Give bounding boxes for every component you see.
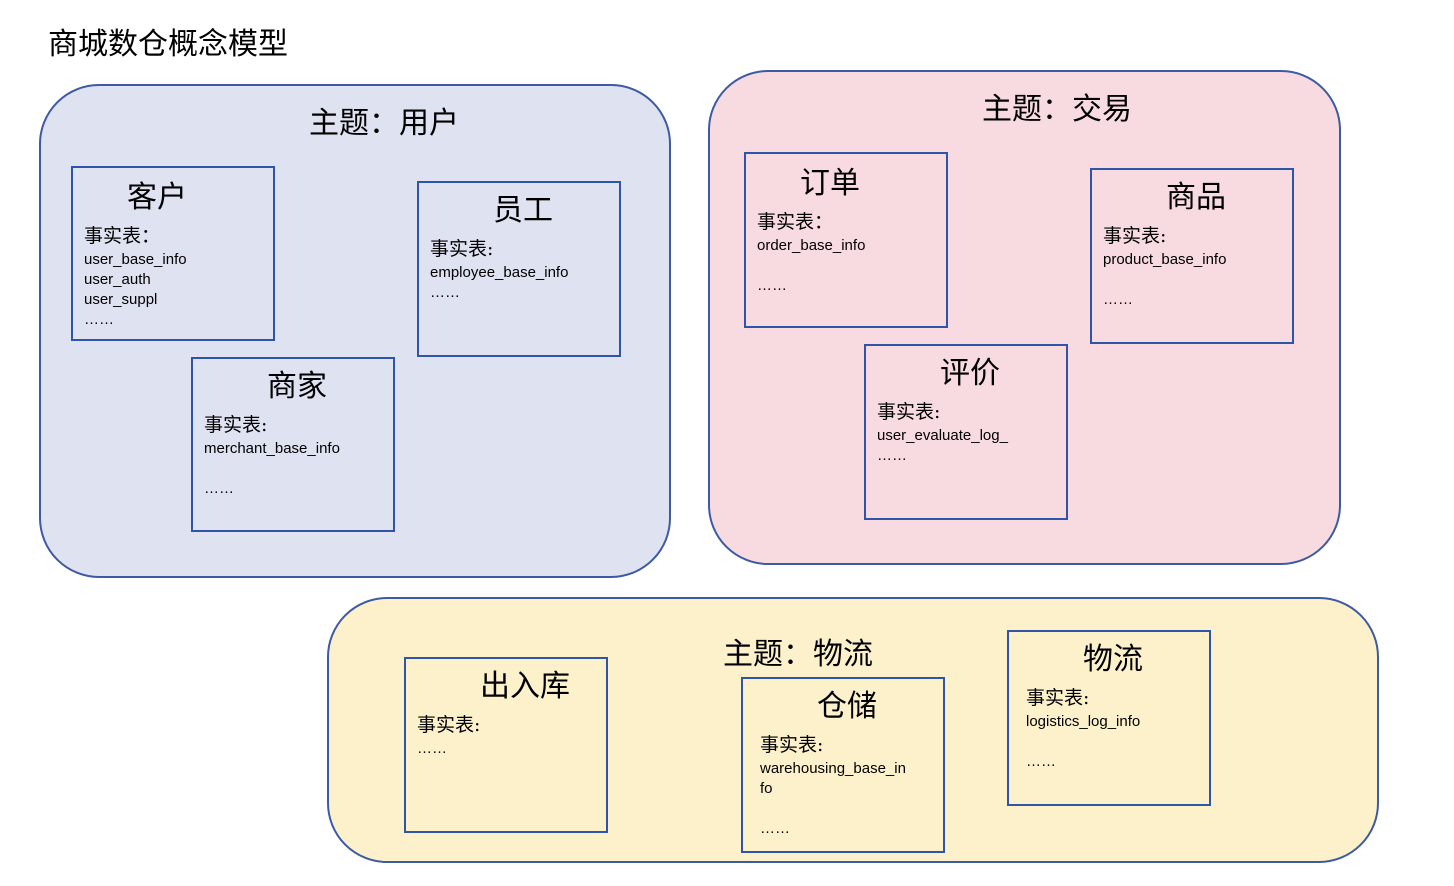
fact-table-name: fo [760,780,773,797]
fact-table-name: order_base_info [757,237,866,254]
fact-table-name: user_base_info [84,251,187,268]
page-title: 商城数仓概念模型 [48,27,288,62]
ellipsis: …… [877,447,907,464]
entity-merchant: 商家 事实表: merchant_base_info …… [191,357,395,532]
entity-logistics: 物流 事实表: logistics_log_info …… [1007,630,1211,806]
fact-table-name: user_auth [84,271,151,288]
entity-review-name: 评价 [940,356,1000,391]
ellipsis: …… [1026,753,1056,770]
ellipsis: …… [1103,291,1133,308]
fact-table-label: 事实表： [757,211,834,233]
ellipsis: …… [84,311,114,328]
entity-storage: 仓储 事实表: warehousing_base_in fo …… [741,677,945,853]
fact-table-name: user_suppl [84,291,158,308]
entity-product-name: 商品 [1166,180,1226,215]
entity-customer: 客户 事实表： user_base_info user_auth user_su… [71,166,275,341]
fact-table-name: employee_base_info [430,264,569,281]
entity-review: 评价 事实表: user_evaluate_log_ …… [864,344,1068,520]
fact-table-name: product_base_info [1103,251,1227,268]
fact-table-label: 事实表: [760,734,824,756]
fact-table-label: 事实表： [84,225,161,247]
theme-user-title: 主题：用户 [309,106,459,141]
entity-storage-name: 仓储 [817,689,877,724]
entity-inout-name: 出入库 [480,669,570,704]
entity-order-name: 订单 [800,166,860,201]
ellipsis: …… [430,284,460,301]
entity-logistics-name: 物流 [1083,642,1143,677]
entity-customer-name: 客户 [127,180,187,215]
entity-order: 订单 事实表： order_base_info …… [744,152,948,328]
ellipsis: …… [204,480,234,497]
theme-logistics-group: 主题：物流 [327,597,1379,863]
entity-product: 商品 事实表: product_base_info …… [1090,168,1294,344]
ellipsis: …… [417,740,447,757]
fact-table-name: merchant_base_info [204,440,340,457]
ellipsis: …… [760,820,790,837]
theme-logistics-title: 主题：物流 [723,637,873,672]
theme-trade-title: 主题：交易 [982,92,1132,127]
fact-table-label: 事实表: [1103,225,1167,247]
entity-merchant-name: 商家 [267,369,327,404]
fact-table-label: 事实表: [877,401,941,423]
fact-table-label: 事实表: [430,238,494,260]
ellipsis: …… [757,277,787,294]
entity-employee: 员工 事实表: employee_base_info …… [417,181,621,357]
entity-inout: 出入库 事实表: …… [404,657,608,833]
entity-employee-name: 员工 [493,193,553,228]
theme-trade-group: 主题：交易 [708,70,1341,565]
fact-table-name: logistics_log_info [1026,713,1141,730]
fact-table-name: warehousing_base_in [760,760,906,777]
fact-table-name: user_evaluate_log_ [877,427,1008,444]
fact-table-label: 事实表: [1026,687,1090,709]
fact-table-label: 事实表: [204,414,268,436]
fact-table-label: 事实表: [417,714,481,736]
